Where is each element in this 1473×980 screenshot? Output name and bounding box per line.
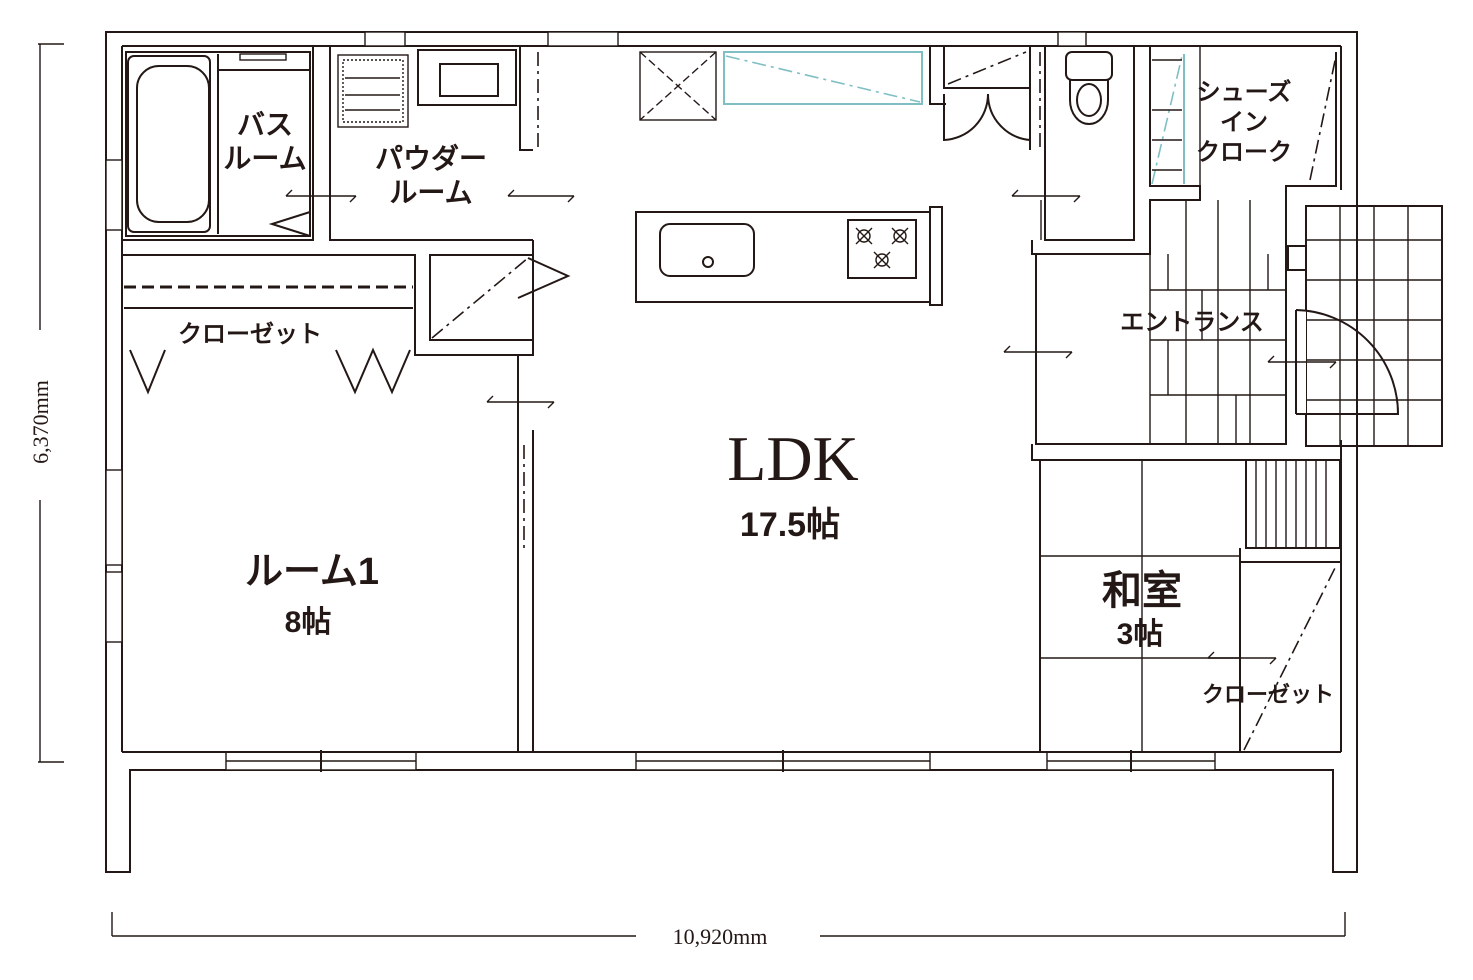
washitsu-label: 和室 bbox=[1102, 569, 1182, 613]
room1-walls bbox=[517, 240, 534, 752]
bath-label-line2: ルーム bbox=[223, 143, 306, 174]
bath-label-line1: バス bbox=[237, 109, 293, 140]
outer-walls bbox=[105, 31, 1358, 873]
shoes-label-line1: シューズ bbox=[1197, 78, 1292, 106]
powder-room bbox=[329, 46, 539, 241]
depth-dimension: 6,370mm bbox=[28, 380, 53, 464]
toilet-icon bbox=[1065, 51, 1113, 125]
closet1-label: クローゼット bbox=[178, 321, 322, 348]
washitsu-room bbox=[1031, 444, 1341, 752]
passage-arrows bbox=[285, 189, 1337, 665]
stove-burners-icon bbox=[855, 227, 909, 269]
shoes-label-line2: イン bbox=[1220, 109, 1268, 136]
kitchen bbox=[635, 46, 946, 306]
closet-room1 bbox=[122, 254, 571, 395]
toilet-room bbox=[1031, 46, 1151, 255]
room-labels: バス ルーム パウダー ルーム シューズ イン クローク クローゼット エントラ… bbox=[178, 78, 1334, 707]
powder-label-line2: ルーム bbox=[389, 177, 472, 208]
ldk-size: 17.5帖 bbox=[740, 506, 840, 544]
closet2-label: クローゼット bbox=[1202, 682, 1334, 707]
entrance-label: エントランス bbox=[1120, 309, 1264, 336]
shoes-in-closet bbox=[1149, 46, 1337, 254]
dimension-labels: 10,920mm 6,370mm bbox=[28, 380, 767, 949]
room1-size: 8帖 bbox=[285, 606, 332, 639]
ldk-walls bbox=[1035, 200, 1042, 360]
ldk-label: LDK bbox=[727, 423, 859, 494]
dimension-lines bbox=[38, 43, 1346, 937]
powder-label-line1: パウダー bbox=[375, 142, 487, 174]
room1-label: ルーム1 bbox=[245, 551, 379, 593]
kitchen-closet bbox=[943, 46, 1031, 150]
washitsu-size: 3帖 bbox=[1117, 618, 1164, 651]
shoes-label-line3: クローク bbox=[1196, 139, 1292, 166]
width-dimension: 10,920mm bbox=[673, 924, 768, 949]
bath-room bbox=[122, 46, 314, 241]
